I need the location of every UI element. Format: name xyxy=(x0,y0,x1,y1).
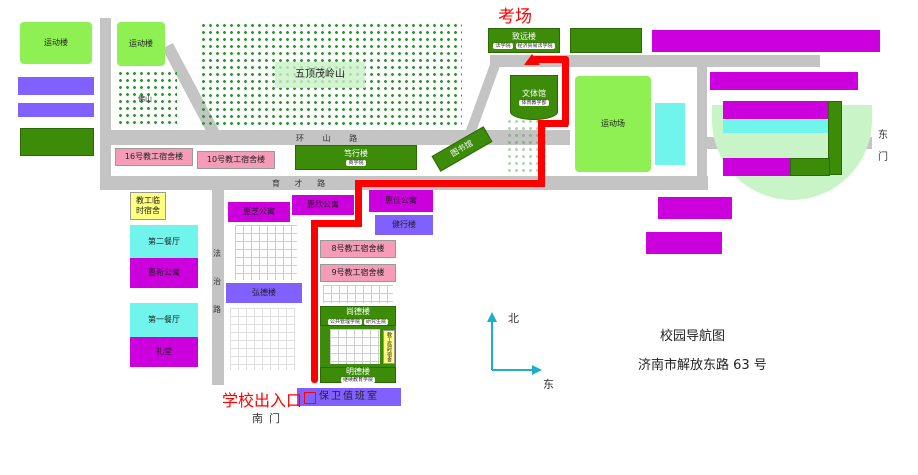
duxing-label: 笃行楼 xyxy=(344,148,368,158)
shangde-tag-1: 公共管理学院 xyxy=(327,318,362,325)
canteen-1[interactable]: 第一餐厅 xyxy=(130,303,198,337)
apartment-east-2[interactable] xyxy=(723,101,828,119)
canteen-2[interactable]: 第二餐厅 xyxy=(130,225,198,259)
zhiyuan-tag-2: 经济贸易法学院 xyxy=(515,43,555,50)
wenti-hall[interactable]: 文体馆体育教学部 xyxy=(510,75,558,120)
dorm-8[interactable]: 8号教工宿舍楼 xyxy=(320,240,396,258)
wenti-tag: 体育教学部 xyxy=(519,100,549,107)
huixin-apartment[interactable]: 惠欣公寓 xyxy=(292,195,354,215)
temp-dorm[interactable]: 教工临时宿舍 xyxy=(130,192,166,220)
sports-field[interactable]: 运动场 xyxy=(575,76,651,172)
apartment-row-north[interactable] xyxy=(652,30,880,52)
apartment-east-1[interactable] xyxy=(710,72,858,90)
shangde-building[interactable]: 尚德楼公共管理学院研究生院 xyxy=(320,306,396,326)
duxing-building[interactable]: 笃行楼商学院 xyxy=(295,145,417,170)
sports-building-2[interactable]: 运动楼 xyxy=(117,22,165,66)
canteen-east[interactable] xyxy=(723,120,828,133)
route-segment xyxy=(355,180,362,227)
hongde-building[interactable]: 弘德楼 xyxy=(226,283,302,303)
apartment-east-4[interactable] xyxy=(658,197,732,219)
mountain-label: 五顶茂岭山 xyxy=(275,62,365,88)
small-mountain-label: 佛山 xyxy=(138,94,152,103)
mingde-building[interactable]: 明德楼继续教育学院 xyxy=(320,367,396,383)
road-east-vertical xyxy=(697,60,707,190)
route-segment xyxy=(538,120,545,187)
road-north xyxy=(490,55,820,67)
auditorium[interactable]: 礼堂 xyxy=(130,337,198,367)
grid-area-1 xyxy=(235,225,297,280)
apartment-east-3[interactable] xyxy=(723,158,791,176)
compass-north: 北 xyxy=(508,312,519,325)
dorm-9[interactable]: 9号教工宿舍楼 xyxy=(320,264,396,282)
huixi-apartment[interactable]: 惠希公寓 xyxy=(130,258,198,288)
compass-arrows-icon xyxy=(487,312,542,375)
dorm-10[interactable]: 10号教工宿舍楼 xyxy=(197,151,275,169)
road-huanshan xyxy=(100,130,570,145)
compass-east: 东 xyxy=(543,378,554,391)
road-fazhi xyxy=(212,190,224,385)
sports-building-1[interactable]: 运动楼 xyxy=(20,22,92,64)
entrance-marker-icon xyxy=(304,392,316,404)
forest-small xyxy=(117,70,177,128)
temp-dorm-2[interactable]: 教工临时宿舍 xyxy=(383,330,395,364)
green-building-west[interactable] xyxy=(20,128,94,156)
zhiyuan-tag-1: 法学院 xyxy=(493,43,513,50)
purple-building-bottom[interactable] xyxy=(18,103,94,117)
huanshan-road-label: 环 山 路 xyxy=(296,134,366,143)
fazhi-road-label: 法 治 路 xyxy=(213,249,221,314)
entrance-label: 学校出入口 xyxy=(222,391,303,410)
grid-area-2 xyxy=(230,308,295,370)
route-segment xyxy=(532,56,568,63)
map-title: 校园导航图 xyxy=(660,329,726,344)
guard-room[interactable]: 保卫值班室 xyxy=(297,388,401,406)
huijia-apartment[interactable]: 惠佳公寓 xyxy=(369,190,433,212)
apartment-east-5[interactable] xyxy=(646,232,722,254)
south-gate-label: 南门 xyxy=(252,412,286,425)
mingde-label: 明德楼 xyxy=(346,367,370,377)
green-building-east-2[interactable] xyxy=(790,158,830,176)
map-address: 济南市解放东路 63 号 xyxy=(638,358,767,373)
route-segment xyxy=(562,56,569,127)
grid-area-3 xyxy=(323,285,393,303)
purple-building-top[interactable] xyxy=(18,77,94,95)
green-building-north[interactable] xyxy=(570,28,642,53)
zhiyuan-label: 致远楼 xyxy=(512,31,536,41)
huizhi-apartment[interactable]: 惠芝公寓 xyxy=(228,202,290,222)
jianxing-building[interactable]: 健行楼 xyxy=(375,215,433,235)
shangde-label: 尚德楼 xyxy=(346,307,370,317)
route-segment xyxy=(355,180,545,187)
yucai-road-label: 育 才 路 xyxy=(272,179,332,188)
route-segment xyxy=(311,220,361,227)
route-segment xyxy=(311,220,318,383)
route-segment xyxy=(538,120,568,127)
exam-label: 考场 xyxy=(498,7,532,27)
duxing-tag: 商学院 xyxy=(346,160,366,167)
zhiyuan-building[interactable]: 致远楼法学院经济贸易法学院 xyxy=(488,28,560,53)
east-gate-label: 东门 xyxy=(878,130,888,163)
mingde-tag: 继续教育学院 xyxy=(340,376,375,383)
cyan-building[interactable] xyxy=(655,103,685,165)
road-west-vertical xyxy=(100,18,111,190)
shangde-tag-2: 研究生院 xyxy=(364,318,389,325)
wenti-label: 文体馆 xyxy=(522,88,546,98)
dorm-16[interactable]: 16号教工宿舍楼 xyxy=(115,148,193,166)
green-building-east[interactable] xyxy=(828,101,842,175)
